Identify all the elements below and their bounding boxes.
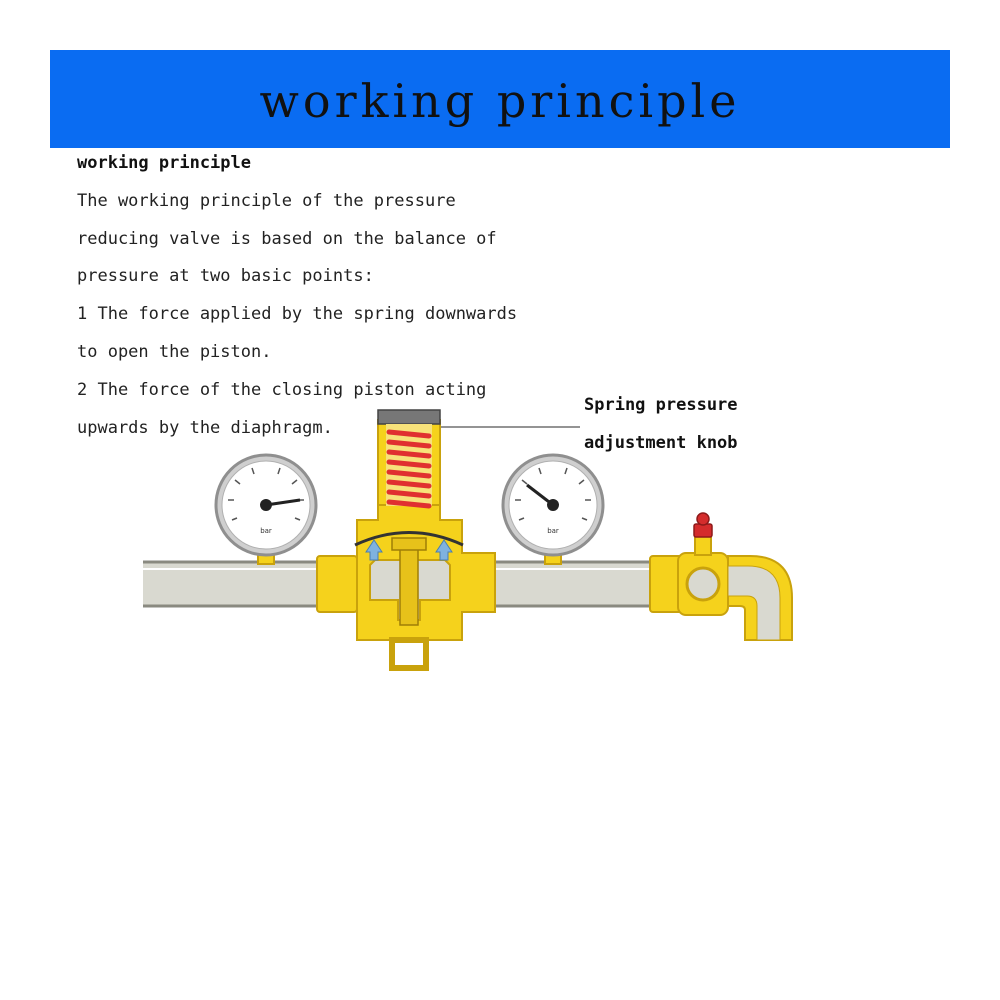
banner-title: working principle [259, 74, 741, 128]
spring-coils [386, 429, 432, 509]
description-line: reducing valve is based on the balance o… [77, 228, 497, 249]
elbow-pipe [727, 555, 793, 641]
callout-line: adjustment knob [584, 432, 738, 453]
description-line: 2 The force of the closing piston acting [77, 379, 487, 400]
title-banner: working principle [50, 50, 950, 148]
gauge-unit-label: bar [547, 527, 559, 535]
description-line: pressure at two basic points: [77, 266, 374, 287]
valve-body [354, 504, 496, 671]
callout-label: Spring pressure adjustment knob [584, 392, 738, 468]
description-line: 1 The force applied by the spring downwa… [77, 304, 518, 325]
description-line: The working principle of the pressure [77, 190, 456, 211]
description-line: to open the piston. [77, 341, 272, 362]
description-heading: working principle [77, 153, 251, 173]
up-arrow-icon [365, 539, 383, 561]
description-text: working principle The working principle … [77, 150, 557, 452]
right-pressure-gauge: bar [501, 453, 605, 565]
description-line: upwards by the diaphragm. [77, 417, 333, 438]
callout-line: Spring pressure [584, 395, 738, 415]
ball-valve [677, 512, 729, 616]
adjustment-knob [377, 409, 441, 425]
gauge-unit-label: bar [260, 527, 272, 535]
left-pressure-gauge: bar [214, 453, 318, 565]
up-arrow-icon [435, 539, 453, 561]
left-coupling [316, 555, 358, 613]
valve-handle-icon [693, 523, 713, 538]
